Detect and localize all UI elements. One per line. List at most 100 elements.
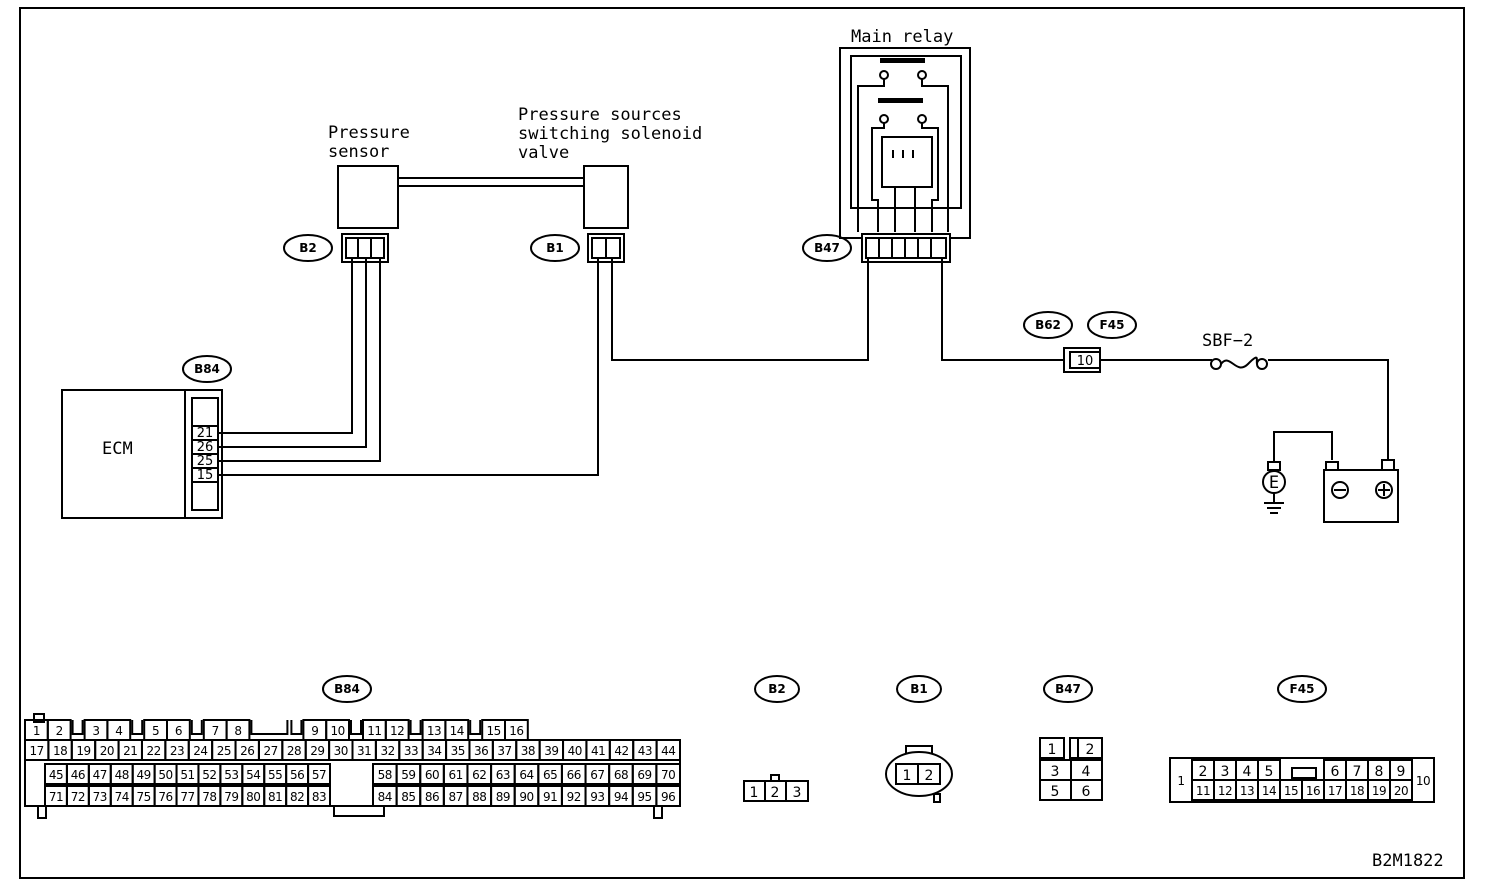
f45-pin-label: 17 bbox=[1328, 784, 1342, 798]
battery bbox=[1323, 459, 1399, 523]
b84-pin-label: 73 bbox=[93, 790, 107, 804]
b84-pin-label: 8 bbox=[234, 724, 241, 738]
b84-key-notch bbox=[409, 720, 422, 735]
diagram-frame bbox=[19, 7, 1465, 879]
svg-text:2: 2 bbox=[771, 785, 780, 801]
b84-pin-label: 86 bbox=[425, 790, 439, 804]
svg-text:1: 1 bbox=[903, 768, 912, 784]
svg-text:B47: B47 bbox=[814, 241, 840, 255]
b84-pin-label: 85 bbox=[401, 790, 415, 804]
bottom-tag-b1: B1 bbox=[896, 675, 942, 703]
b84-pin-label: 20 bbox=[100, 744, 114, 758]
tag-b47: B47 bbox=[802, 234, 852, 262]
b84-pin-label: 29 bbox=[310, 744, 324, 758]
f45-pin-label: 10 bbox=[1416, 774, 1430, 788]
ecm-label: ECM bbox=[102, 439, 133, 459]
ecm-pin-25: 25 bbox=[197, 454, 214, 469]
f45-pin-label: 12 bbox=[1218, 784, 1232, 798]
f45-pin-label: 20 bbox=[1394, 784, 1408, 798]
svg-text:B1: B1 bbox=[546, 241, 564, 255]
ecm-pin-26: 26 bbox=[197, 440, 214, 455]
b84-pin-label: 66 bbox=[567, 768, 581, 782]
svg-text:B2: B2 bbox=[299, 241, 317, 255]
b84-pin-label: 52 bbox=[202, 768, 216, 782]
svg-text:B84: B84 bbox=[194, 362, 220, 376]
b84-pin-label: 88 bbox=[472, 790, 486, 804]
tag-b1: B1 bbox=[530, 234, 580, 262]
b84-pin-label: 36 bbox=[474, 744, 488, 758]
b84-pin-cell bbox=[307, 763, 332, 785]
b84-foot-right bbox=[653, 805, 663, 819]
b84-pin-label: 47 bbox=[93, 768, 107, 782]
b84-pin-label: 27 bbox=[263, 744, 277, 758]
b84-pin-label: 92 bbox=[567, 790, 581, 804]
f45-pin-label: 18 bbox=[1350, 784, 1364, 798]
b84-key-notch bbox=[469, 720, 482, 735]
f45-frame bbox=[1169, 757, 1435, 803]
b84-pin-label: 11 bbox=[367, 724, 381, 738]
svg-text:B84: B84 bbox=[334, 682, 360, 696]
b84-pin-label: 37 bbox=[497, 744, 511, 758]
b84-pin-label: 56 bbox=[290, 768, 304, 782]
b84-pin-label: 60 bbox=[425, 768, 439, 782]
wires bbox=[218, 258, 1389, 476]
solenoid-label-2: switching solenoid bbox=[518, 124, 702, 144]
b84-pin-cell bbox=[655, 739, 681, 761]
b84-pin-label: 78 bbox=[202, 790, 216, 804]
f45-pin-label: 8 bbox=[1375, 764, 1384, 780]
b84-pin-label: 62 bbox=[472, 768, 486, 782]
b84-pin-label: 72 bbox=[71, 790, 85, 804]
figure-id: B2M1822 bbox=[1372, 851, 1444, 871]
b84-pin-label: 26 bbox=[240, 744, 254, 758]
b84-key-notch bbox=[131, 720, 144, 735]
svg-text:E: E bbox=[1269, 473, 1279, 493]
b84-pin-label: 89 bbox=[496, 790, 510, 804]
b84-pin-label: 68 bbox=[614, 768, 628, 782]
f45-pin-label: 9 bbox=[1397, 764, 1406, 780]
b84-pin-label: 90 bbox=[519, 790, 533, 804]
b84-pin-label: 5 bbox=[152, 724, 159, 738]
b84-pin-label: 84 bbox=[378, 790, 392, 804]
svg-text:B1: B1 bbox=[910, 682, 928, 696]
b47-connector-face: 1 2 3 4 5 6 bbox=[1039, 737, 1103, 801]
b84-pin-label: 58 bbox=[378, 768, 392, 782]
b84-pin-label: 30 bbox=[334, 744, 348, 758]
f45-latch bbox=[1291, 767, 1317, 779]
b84-pin-label: 10 bbox=[330, 724, 344, 738]
b84-pin-label: 21 bbox=[123, 744, 137, 758]
tag-f45: F45 bbox=[1087, 311, 1137, 339]
b84-pin-label: 13 bbox=[427, 724, 441, 738]
b84-pin-label: 34 bbox=[427, 744, 441, 758]
b84-pin-label: 6 bbox=[175, 724, 182, 738]
b84-pin-label: 69 bbox=[637, 768, 651, 782]
b84-pin-label: 25 bbox=[217, 744, 231, 758]
b84-pin-label: 55 bbox=[268, 768, 282, 782]
f45-pin-label: 3 bbox=[1221, 764, 1230, 780]
fuse-number: 10 bbox=[1077, 354, 1094, 369]
b84-latch bbox=[333, 805, 385, 817]
b84-pin-label: 67 bbox=[590, 768, 604, 782]
b84-pin-label: 63 bbox=[496, 768, 510, 782]
pressure-sensor bbox=[337, 165, 399, 263]
f45-pin-label: 11 bbox=[1196, 784, 1210, 798]
b84-pin-label: 93 bbox=[590, 790, 604, 804]
f45-pin-label: 19 bbox=[1372, 784, 1386, 798]
b84-pin-label: 38 bbox=[521, 744, 535, 758]
b84-pin-label: 51 bbox=[180, 768, 194, 782]
bottom-tag-f45: F45 bbox=[1277, 675, 1327, 703]
svg-text:2: 2 bbox=[1086, 742, 1095, 758]
b84-pin-label: 53 bbox=[224, 768, 238, 782]
b84-pin-label: 4 bbox=[115, 724, 122, 738]
f45-pin-label: 6 bbox=[1331, 764, 1340, 780]
b84-pin-label: 76 bbox=[158, 790, 172, 804]
b84-tab-left bbox=[33, 713, 45, 723]
b84-pin-label: 91 bbox=[543, 790, 557, 804]
b84-pin-label: 59 bbox=[401, 768, 415, 782]
b84-pin-label: 2 bbox=[56, 724, 63, 738]
b84-pin-label: 18 bbox=[53, 744, 67, 758]
pressure-sensor-label-1: Pressure bbox=[328, 123, 410, 143]
f45-pin-label: 14 bbox=[1262, 784, 1276, 798]
